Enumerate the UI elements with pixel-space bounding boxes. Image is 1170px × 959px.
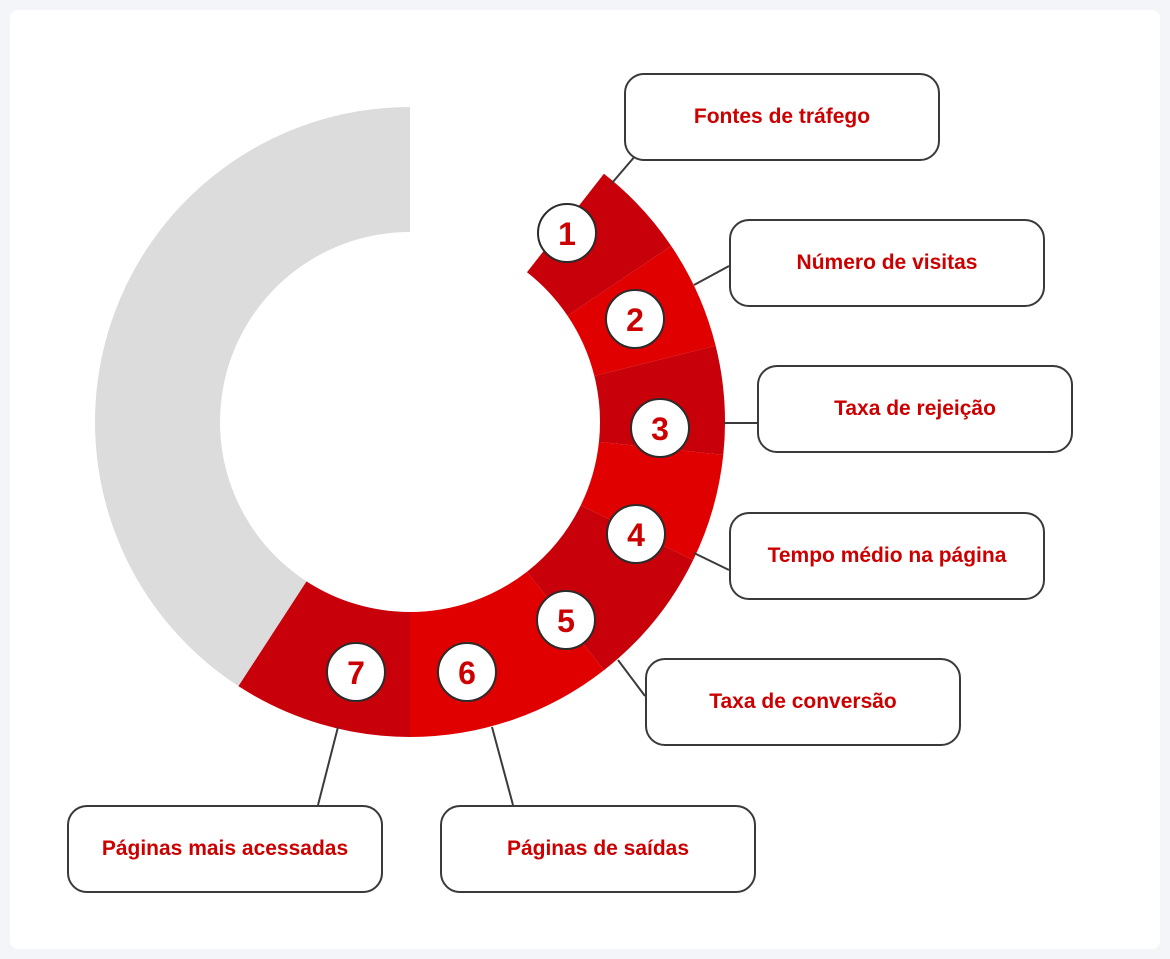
step-label-text-1: Fontes de tráfego <box>693 105 871 128</box>
segment-4 <box>580 441 724 561</box>
step-number-4: 4 <box>627 517 645 553</box>
step-label-text-5: Taxa de conversão <box>709 690 897 713</box>
step-number-6: 6 <box>458 655 476 691</box>
step-number-1: 1 <box>558 216 576 252</box>
step-label-text-4: Tempo médio na página <box>767 544 1007 567</box>
step-badge-2 <box>605 289 665 349</box>
connector-line-2 <box>693 265 730 286</box>
step-badge-1 <box>537 203 597 263</box>
connector-line-5 <box>617 659 646 697</box>
ring-track <box>95 107 410 687</box>
step-label-1: Fontes de tráfego <box>624 73 940 161</box>
step-label-text-3: Taxa de rejeição <box>834 397 996 420</box>
step-label-7: Páginas mais acessadas <box>67 805 383 893</box>
connector-line-4 <box>693 552 730 571</box>
connector-line-7 <box>317 726 339 806</box>
step-label-text-2: Número de visitas <box>796 251 978 274</box>
step-label-5: Taxa de conversão <box>645 658 961 746</box>
step-label-text-6: Páginas de saídas <box>506 837 690 860</box>
step-label-4: Tempo médio na página <box>729 512 1045 600</box>
step-label-3: Taxa de rejeição <box>757 365 1073 453</box>
step-number-7: 7 <box>347 655 365 691</box>
step-number-2: 2 <box>626 302 644 338</box>
segment-1 <box>526 173 672 316</box>
step-badge-6 <box>437 642 497 702</box>
step-badge-5 <box>536 590 596 650</box>
step-number-3: 3 <box>651 411 669 447</box>
step-label-2: Número de visitas <box>729 219 1045 307</box>
step-number-5: 5 <box>557 603 575 639</box>
step-badge-7 <box>326 642 386 702</box>
connector-line-1 <box>611 154 637 184</box>
connector-line-6 <box>491 726 514 806</box>
step-badge-3 <box>630 398 690 458</box>
step-badge-4 <box>606 504 666 564</box>
step-label-6: Páginas de saídas <box>440 805 756 893</box>
step-label-text-7: Páginas mais acessadas <box>101 837 349 860</box>
